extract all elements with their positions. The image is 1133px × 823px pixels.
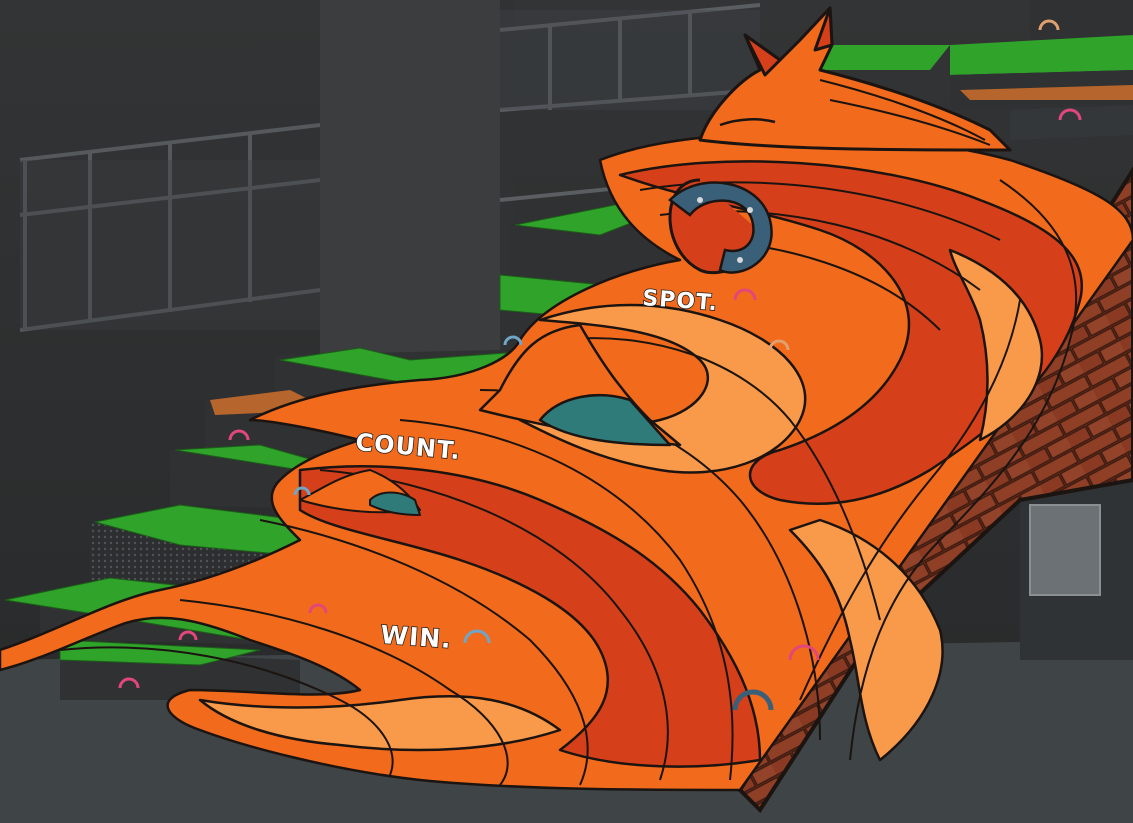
glass-balcony-left — [19, 123, 321, 332]
tail-band-6 — [948, 248, 1044, 442]
fox-head-icon — [698, 6, 1012, 152]
tail-stripes — [59, 179, 1078, 786]
grass-step-8 — [59, 639, 261, 666]
hat-small-icon — [299, 469, 421, 516]
riser-horseshoes — [118, 19, 1082, 711]
hat-icon — [478, 323, 682, 447]
tail-band-5 — [788, 518, 944, 762]
stair-word-win: WIN. — [380, 620, 453, 654]
tail-band-3 — [298, 465, 762, 768]
stair-word-spot: SPOT. — [642, 286, 719, 316]
balcony-glass-left — [20, 160, 320, 330]
horseshoe-icon — [668, 178, 773, 275]
tail-band-4 — [198, 695, 562, 752]
tail-band-1 — [618, 160, 1084, 505]
fox-tail — [0, 132, 1133, 792]
balcony-glass-right — [500, 10, 760, 110]
wall-panel — [1029, 504, 1101, 596]
concrete-column — [320, 0, 500, 372]
